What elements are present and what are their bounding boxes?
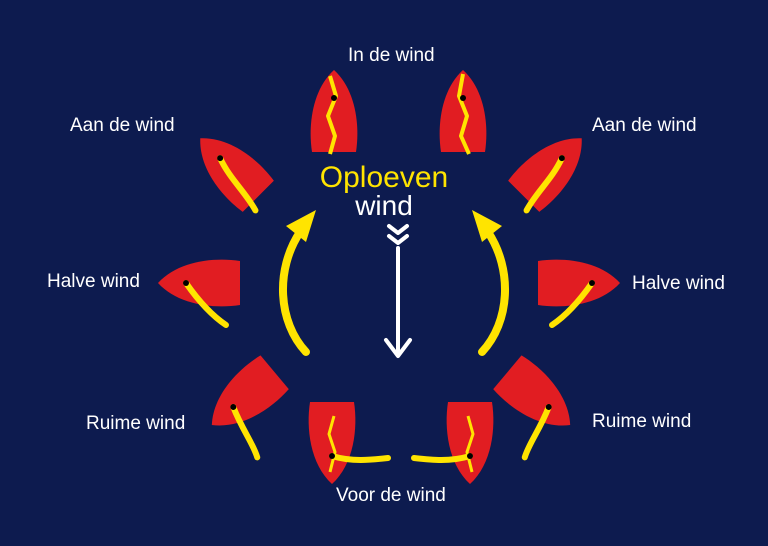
boat-ruime-wind-right — [492, 354, 586, 461]
label-aan-de-wind-left: Aan de wind — [70, 115, 175, 136]
wind-label: wind — [355, 190, 413, 221]
boat-halve-wind-right — [538, 259, 620, 328]
boat-voor-de-wind-right — [411, 402, 494, 484]
luff-arrow-left — [279, 210, 316, 356]
boat-in-de-wind-left — [310, 70, 358, 155]
label-ruime-wind-right: Ruime wind — [592, 411, 692, 432]
boat-aan-de-wind-right — [507, 121, 599, 214]
luff-arrow-right — [472, 210, 509, 356]
boat-aan-de-wind-left — [183, 121, 275, 214]
label-halve-wind-left: Halve wind — [47, 271, 140, 292]
boat-in-de-wind-right — [439, 70, 487, 155]
label-voor-de-wind: Voor de wind — [336, 485, 446, 506]
label-halve-wind-right: Halve wind — [632, 273, 725, 294]
wind-arrow — [384, 224, 412, 358]
label-ruime-wind-left: Ruime wind — [86, 413, 186, 434]
title-oploeven: Oploeven — [319, 161, 449, 194]
boat-ruime-wind-left — [196, 354, 290, 461]
boat-voor-de-wind-left — [308, 402, 391, 484]
label-aan-de-wind-right: Aan de wind — [592, 115, 697, 136]
boat-halve-wind-left — [158, 259, 240, 328]
label-in-de-wind: In de wind — [348, 45, 435, 66]
